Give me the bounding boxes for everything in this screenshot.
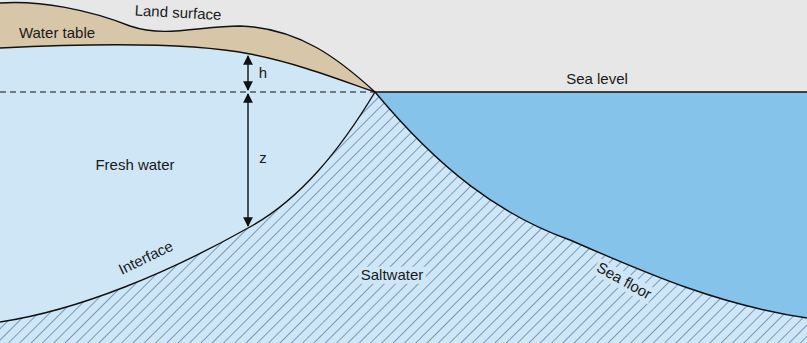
water-table-label: Water table (17, 25, 97, 42)
saltwater (0, 92, 807, 343)
sea-level-line (375, 91, 807, 92)
land-surface-line (0, 2, 375, 92)
sea-level-dashed (0, 91, 375, 92)
sea-level-label: Sea level (564, 71, 630, 88)
interface-line (0, 92, 375, 322)
sea-floor-label: Sea floor (592, 258, 656, 303)
region-label: Fresh water (93, 157, 176, 174)
sea-floor-line (375, 92, 807, 318)
water-table-line (0, 45, 375, 92)
interface-label: Interface (114, 237, 177, 279)
dimension-label: z (257, 150, 269, 167)
h-arrow (247, 56, 248, 90)
region-label: Saltwater (359, 267, 426, 284)
z-arrow (247, 94, 248, 226)
dimension-label: h (257, 65, 269, 82)
surface-label: Land surface (132, 2, 223, 23)
